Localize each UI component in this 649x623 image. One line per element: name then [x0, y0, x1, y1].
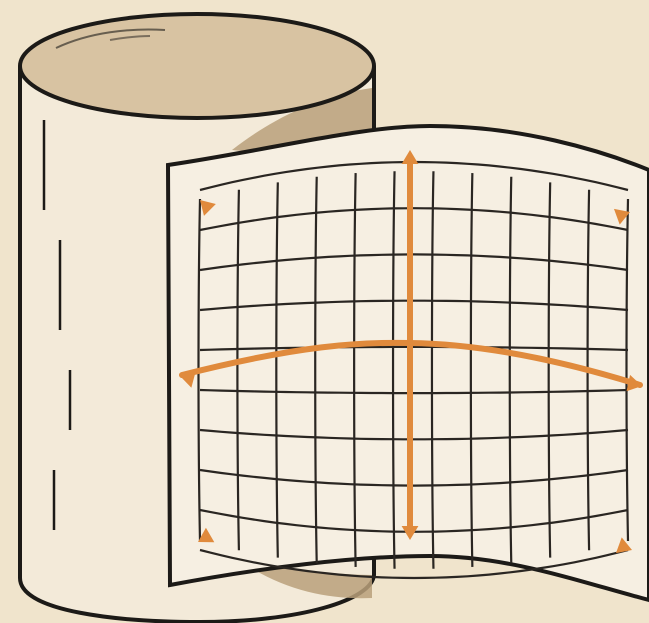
corner-arrow-top-right [613, 208, 630, 225]
grid-horizontal-line [199, 207, 629, 232]
curved-grid-sheet [165, 123, 649, 603]
grid-vertical-line [236, 189, 241, 551]
cylinder-top-highlight [55, 28, 166, 49]
grid-vertical-line [547, 182, 552, 558]
left-arrow-head [180, 371, 196, 388]
grid-horizontal-line [199, 468, 629, 487]
grid-horizontal-line [199, 253, 629, 272]
grid-horizontal-line [199, 299, 629, 312]
grid-vertical-line [625, 198, 630, 542]
grid-horizontal-line [199, 345, 629, 352]
grid-vertical-line [508, 176, 513, 564]
grid-vertical-line [430, 171, 435, 569]
axis-arrows [179, 150, 643, 554]
down-arrow-head [401, 526, 419, 540]
up-arrow-head [401, 150, 419, 164]
grid-vertical-line [353, 173, 357, 567]
corner-arrow-bottom-right [615, 537, 632, 554]
cylinder-top [18, 12, 376, 120]
grid-vertical-line [275, 182, 279, 558]
corner-arrow-top-left [200, 200, 216, 216]
grid-vertical-line [314, 176, 318, 564]
cylinder-top-highlight-2 [109, 35, 151, 41]
corner-arrow-bottom-left [198, 527, 215, 543]
grid-horizontal-line [199, 548, 629, 580]
grid-lines [197, 160, 630, 580]
grid-horizontal-line [199, 388, 629, 395]
grid-horizontal-line [199, 428, 629, 441]
grid-vertical-line [469, 173, 474, 567]
grid-vertical-line [391, 171, 396, 569]
right-arrow-head [626, 374, 642, 392]
